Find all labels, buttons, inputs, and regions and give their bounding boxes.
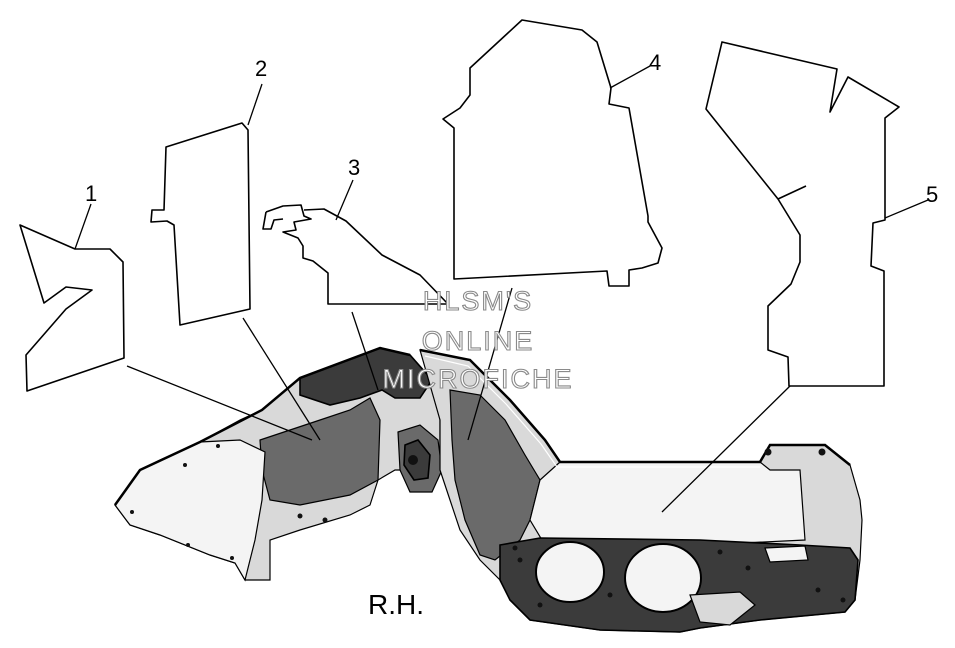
callout-2: 2 bbox=[255, 56, 267, 81]
watermark-line-1: HLSM'S bbox=[423, 286, 533, 316]
panel-5 bbox=[705, 41, 900, 387]
panel-1 bbox=[19, 224, 125, 392]
callout-4: 4 bbox=[649, 50, 661, 75]
callout-3: 3 bbox=[348, 155, 360, 180]
callout-5: 5 bbox=[926, 182, 938, 207]
callout-labels: 1 2 3 4 5 bbox=[85, 50, 938, 207]
panel-3 bbox=[262, 204, 449, 305]
vehicle-body bbox=[113, 346, 863, 633]
side-label: R.H. bbox=[368, 589, 424, 620]
watermark: HLSM'S ONLINE MICROFICHE bbox=[382, 285, 574, 394]
panel-4 bbox=[442, 19, 663, 287]
watermark-line-3: MICROFICHE bbox=[383, 364, 574, 394]
watermark-line-2: ONLINE bbox=[422, 326, 535, 356]
leader-lines bbox=[74, 65, 929, 513]
panel-2 bbox=[150, 122, 251, 326]
callout-1: 1 bbox=[85, 181, 97, 206]
